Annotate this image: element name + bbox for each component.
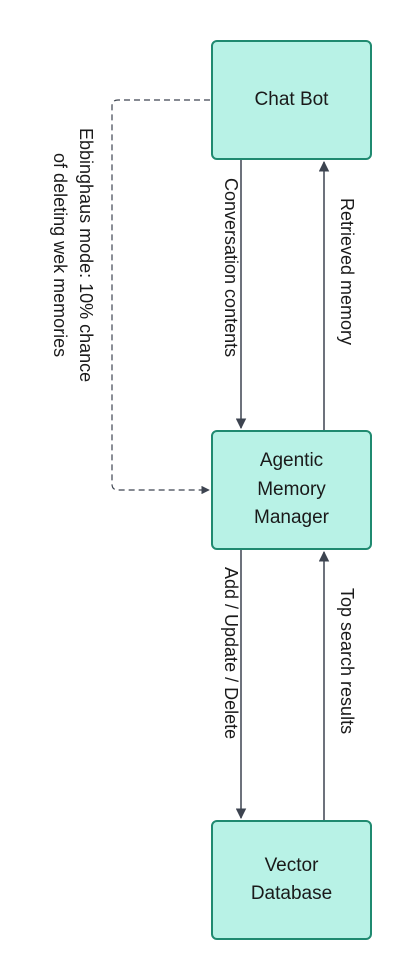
arrow-ebbinghaus-dashed bbox=[111, 99, 210, 495]
label-ebbinghaus-line2: of deleting wek memories bbox=[49, 153, 70, 358]
node-agentic-memory-manager: Agentic Memory Manager bbox=[211, 430, 372, 550]
node-vector-database: Vector Database bbox=[211, 820, 372, 940]
label-ebbinghaus-note: Ebbinghaus mode: 10% chance of deleting … bbox=[47, 128, 99, 382]
node-chat-bot: Chat Bot bbox=[211, 40, 372, 160]
label-ebbinghaus-line1: Ebbinghaus mode: 10% chance bbox=[76, 128, 96, 383]
node-memory-manager-label: Agentic Memory Manager bbox=[254, 450, 329, 529]
label-retrieved-memory: Retrieved memory bbox=[337, 198, 357, 346]
label-add-update-delete: Add / Update / Delete bbox=[221, 567, 241, 740]
node-vector-database-label: Vector Database bbox=[250, 854, 333, 905]
label-conversation-contents: Conversation contents bbox=[221, 178, 241, 358]
label-top-search-results: Top search results bbox=[337, 588, 357, 735]
node-chat-bot-label: Chat Bot bbox=[254, 88, 329, 110]
